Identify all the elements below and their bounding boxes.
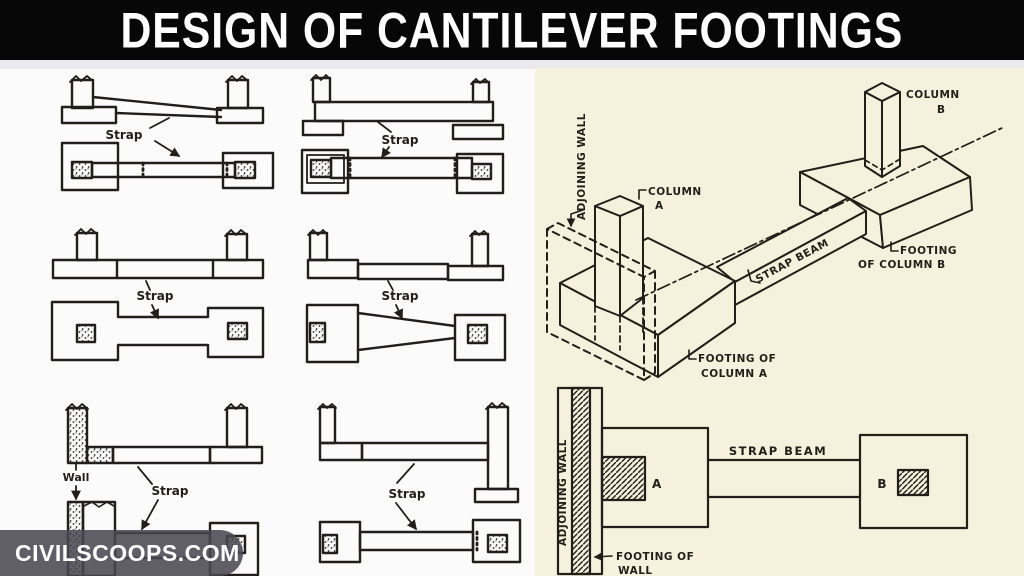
title-banner: DESIGN OF CANTILEVER FOOTINGS <box>0 0 1024 60</box>
left-sketches-panel: Strap Strap <box>50 74 522 576</box>
strap-label-4: Strap <box>382 289 419 303</box>
sketch2-plan <box>300 148 505 195</box>
sketch3-elevation <box>51 228 265 280</box>
sketch4-elevation <box>306 229 505 282</box>
footing-wall-label-line2: WALL <box>618 565 653 576</box>
strap-taper-lines <box>91 95 223 119</box>
column-a-letter: A <box>652 477 662 491</box>
strap-arrows-6 <box>395 463 416 529</box>
strap-beam-leader <box>747 269 761 284</box>
sketch5-elevation <box>65 403 264 465</box>
sketch4-plan <box>305 303 507 364</box>
strap-label-6: Strap <box>389 487 426 501</box>
strap-arrows-5 <box>138 466 159 529</box>
strap-arrows-4 <box>387 280 402 318</box>
footing-b-leader <box>890 241 899 252</box>
strap-arrows-1 <box>149 117 179 156</box>
footing-a-leader <box>688 349 697 360</box>
sketch6-plan <box>318 518 522 564</box>
column-b-label-line2: B <box>937 104 946 116</box>
adjoining-wall-label-iso: ADJOINING WALL <box>576 113 588 220</box>
footing-a-label-line1: FOOTING OF <box>698 353 776 365</box>
right-drawing-panel: ADJOINING WALL COLUMN A COLUMN B STRAP B… <box>535 68 1024 576</box>
strap-beam-plan-lines <box>706 458 862 499</box>
strap-centre-line <box>635 127 1003 301</box>
footing-b-label-line2: OF COLUMN B <box>858 259 946 271</box>
sketch1-plan <box>60 141 275 192</box>
footing-b-label-line1: FOOTING <box>900 245 957 257</box>
isometric-view: ADJOINING WALL COLUMN A COLUMN B STRAP B… <box>546 82 1003 381</box>
adjoining-wall-dashed <box>546 222 656 381</box>
adjoining-wall-leader <box>566 209 584 228</box>
hidden-edge-dots <box>348 156 457 180</box>
strap-label-1: Strap <box>106 128 143 142</box>
column-a-leader <box>638 189 647 200</box>
column-b-hidden-base <box>864 158 901 171</box>
column-b <box>864 82 901 178</box>
adjoining-wall-hatched <box>570 386 592 576</box>
column-a-label-line1: COLUMN <box>648 186 702 198</box>
column-a-hidden-edges <box>594 297 644 351</box>
hidden-edge-dots <box>141 161 229 179</box>
footing-b-plan <box>858 433 969 530</box>
adjoining-wall-label-plan: ADJOINING WALL <box>557 439 569 546</box>
strap-beam-label-plan: STRAP BEAM <box>729 444 827 458</box>
column-b-pad-plan <box>896 468 930 497</box>
column-a <box>594 195 644 351</box>
watermark-text: CIVILSCOOPS.COM <box>15 539 240 566</box>
footing-wall-arrow <box>593 552 613 561</box>
strap-label-5: Strap <box>152 484 189 498</box>
sketch1-elevation <box>60 75 265 125</box>
column-a-pad-plan <box>600 455 647 502</box>
footing-a-label-line2: COLUMN A <box>701 368 768 380</box>
strap-taper-lines <box>356 311 457 352</box>
column-b-label-line1: COLUMN <box>906 89 960 101</box>
strap-label-2: Strap <box>382 133 419 147</box>
sketch3-plan <box>50 300 265 362</box>
sketch2-elevation <box>301 74 505 141</box>
strap-label-3: Strap <box>137 289 174 303</box>
header-divider <box>0 60 1024 69</box>
sketch6-elevation <box>317 402 520 504</box>
column-b-letter: B <box>877 477 886 491</box>
plan-view: ADJOINING WALL A STRAP BEAM B FOOTING OF… <box>556 386 969 576</box>
strap-arrows-3 <box>145 280 158 318</box>
watermark-pill: CIVILSCOOPS.COM <box>0 530 243 576</box>
page-title: DESIGN OF CANTILEVER FOOTINGS <box>120 1 904 59</box>
strap-arrows-2 <box>378 121 392 157</box>
column-a-label-line2: A <box>655 200 664 212</box>
footing-wall-label-line1: FOOTING OF <box>616 551 694 563</box>
wall-label: Wall <box>63 471 90 484</box>
